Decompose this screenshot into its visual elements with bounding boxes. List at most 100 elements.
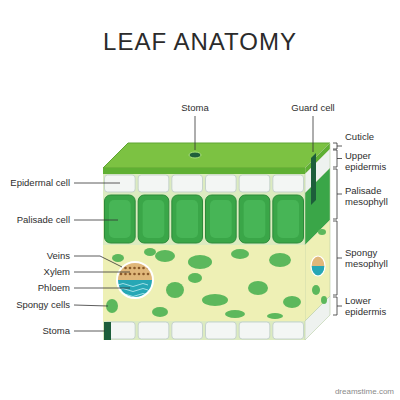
front-face	[103, 168, 305, 340]
palisade-cell-inner	[244, 200, 266, 238]
palisade-cell-inner	[176, 200, 198, 238]
bracket-tick	[337, 194, 342, 195]
part-label: Veins	[47, 250, 70, 261]
part-label: Phloem	[38, 282, 70, 293]
xylem-vessel	[133, 273, 136, 276]
leader-line	[74, 331, 105, 332]
spongy-cell	[112, 254, 124, 262]
palisade-cell-inner	[277, 200, 299, 238]
stoma-bottom	[104, 322, 111, 340]
part-label: Guard cell	[291, 102, 334, 113]
spongy-layer	[103, 245, 305, 321]
xylem-vessel	[138, 273, 141, 276]
vein	[115, 260, 155, 300]
palisade-cell	[239, 195, 270, 243]
spongy-cell	[231, 249, 249, 259]
lower-epidermis-side	[305, 296, 330, 340]
stoma-top	[189, 152, 201, 158]
leader-line	[74, 305, 108, 306]
epidermal-cell	[239, 175, 270, 192]
title: LEAF ANATOMY	[103, 28, 297, 57]
phloem-tube	[118, 284, 148, 287]
lower-epidermal-cell	[206, 322, 237, 339]
leader-line	[74, 256, 122, 267]
spongy-cell	[144, 248, 156, 256]
watermark: dreamstime.com	[335, 387, 394, 397]
layer-label: Lower epidermis	[345, 295, 397, 318]
guard-cell	[311, 153, 316, 205]
palisade-cell-inner	[109, 200, 131, 238]
spongy-cell	[267, 313, 283, 319]
epidermal-cell	[273, 175, 304, 192]
leader-line	[74, 220, 118, 221]
xylem-vessel	[124, 273, 127, 276]
palisade-cell	[172, 195, 203, 243]
lower-epidermal-cell	[138, 322, 169, 339]
part-label: Stoma	[43, 325, 70, 336]
xylem-vessel	[142, 267, 145, 270]
layer-label: Palisade mesophyll	[345, 185, 397, 208]
spongy-cell	[321, 296, 327, 304]
palisade-cell	[206, 195, 237, 243]
xylem-vessel	[129, 273, 132, 276]
xylem-vessel	[124, 267, 127, 270]
layer-label: Upper epidermis	[345, 150, 397, 173]
layer-label: Spongy mesophyll	[345, 247, 397, 270]
bracket-tick	[337, 258, 342, 259]
lower-epidermal-cell	[273, 322, 304, 339]
leader-line	[74, 272, 130, 273]
xylem-vessel	[142, 273, 145, 276]
vein-outline	[117, 262, 153, 298]
spongy-cell	[166, 282, 184, 298]
spongy-cell	[155, 250, 175, 262]
spongy-cell	[202, 294, 228, 306]
epidermal-cell	[172, 175, 203, 192]
xylem-vessel	[138, 267, 141, 270]
spongy-cell	[248, 281, 268, 295]
layer-bracket	[333, 297, 337, 315]
spongy-cell	[188, 273, 202, 283]
spongy-cell	[269, 253, 291, 267]
epidermal-cell	[138, 175, 169, 192]
vein-side	[310, 255, 326, 277]
layer-bracket	[333, 143, 337, 149]
part-label: Palisade cell	[17, 214, 70, 225]
lower-epidermal-cell	[239, 322, 270, 339]
palisade-cell	[273, 195, 304, 243]
part-label: Stoma	[181, 102, 208, 113]
palisade-cell-inner	[143, 200, 165, 238]
xylem-vessel	[147, 273, 150, 276]
layer-bracket	[333, 169, 337, 219]
spongy-cell	[188, 255, 212, 269]
phloem-tube	[118, 289, 148, 292]
leader-line	[195, 116, 196, 150]
spongy-cell	[152, 307, 168, 317]
leader-line	[74, 288, 130, 289]
part-label: Spongy cells	[16, 299, 70, 310]
layer-bracket	[333, 150, 337, 167]
palisade-cell	[105, 195, 136, 243]
lower-epidermal-cell	[172, 322, 203, 339]
leader-line	[313, 116, 314, 152]
spongy-cell	[318, 229, 326, 235]
part-label: Epidermal cell	[10, 177, 70, 188]
layer-label: Cuticle	[345, 131, 374, 142]
spongy-cell	[225, 310, 245, 318]
leader-line	[74, 183, 120, 184]
leaf-top-surface	[103, 143, 330, 168]
epidermal-cell	[206, 175, 237, 192]
bracket-tick	[337, 146, 342, 147]
bracket-tick	[337, 158, 342, 159]
palisade-cell-inner	[210, 200, 232, 238]
bracket-tick	[337, 306, 342, 307]
xylem-vessel	[120, 273, 123, 276]
part-label: Xylem	[44, 266, 70, 277]
vein-side-outline	[311, 256, 325, 276]
xylem-vessel	[129, 267, 132, 270]
spongy-cell	[283, 296, 301, 308]
cuticle	[103, 168, 305, 174]
palisade-cell	[138, 195, 169, 243]
spongy-cell	[312, 285, 320, 295]
